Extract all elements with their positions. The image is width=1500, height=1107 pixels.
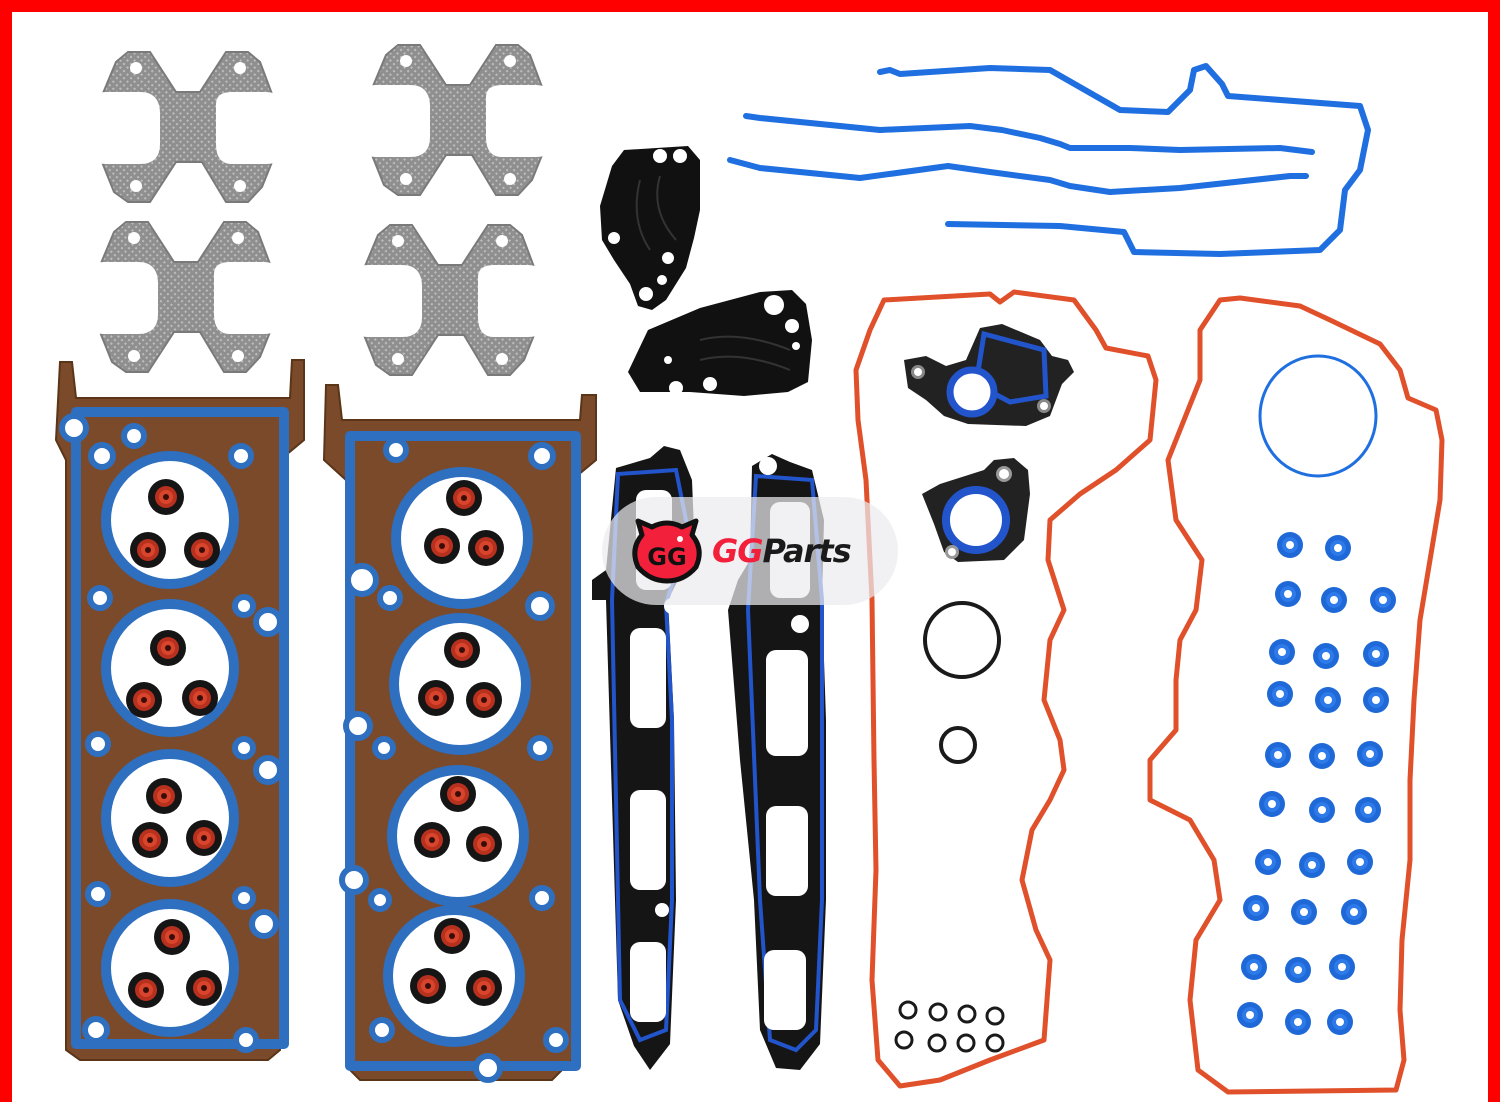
exhaust-gasket-3 [87, 221, 283, 373]
exhaust-gasket-2 [359, 44, 555, 196]
svg-text:GG: GG [647, 543, 686, 571]
o-rings-black [894, 601, 1005, 1053]
exhaust-gasket-1 [89, 51, 285, 203]
timing-cover-gaskets [727, 63, 1371, 257]
head-gasket-right [322, 384, 597, 1083]
brand-prefix: GG [712, 532, 764, 570]
valve-cover-gasket-right [1147, 295, 1445, 1095]
mascot-logo-icon: GG [632, 518, 702, 584]
brand-watermark: GG GGParts [602, 497, 898, 605]
thermostat-gasket-1 [904, 324, 1074, 426]
valve-cover-gasket-left [853, 289, 1159, 1089]
brand-suffix: Parts [762, 532, 852, 570]
o-ring-blue [1258, 354, 1378, 478]
exhaust-gasket-4 [351, 224, 547, 376]
head-gasket-left [54, 359, 305, 1061]
brand-name: GGParts [712, 532, 852, 570]
black-plate-gasket-1 [600, 146, 700, 310]
valve-cover-grommets [1237, 532, 1396, 1035]
black-plate-gasket-2 [628, 290, 812, 396]
thermostat-gasket-2 [922, 458, 1030, 562]
